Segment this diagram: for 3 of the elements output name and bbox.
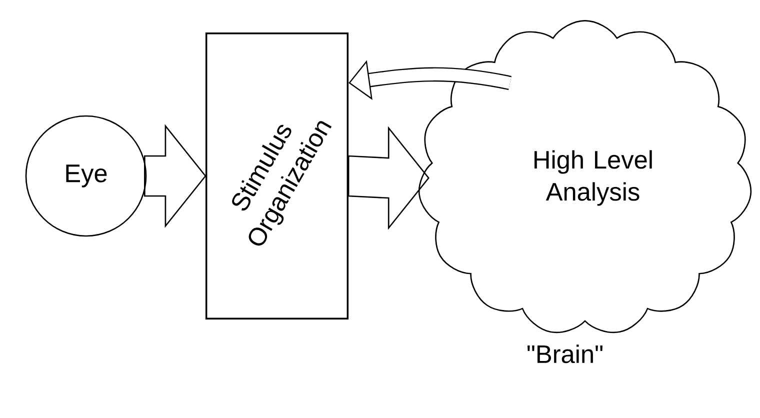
caption-text: "Brain" [528, 344, 602, 364]
block-arrow [144, 124, 206, 228]
block-arrow [348, 126, 430, 230]
